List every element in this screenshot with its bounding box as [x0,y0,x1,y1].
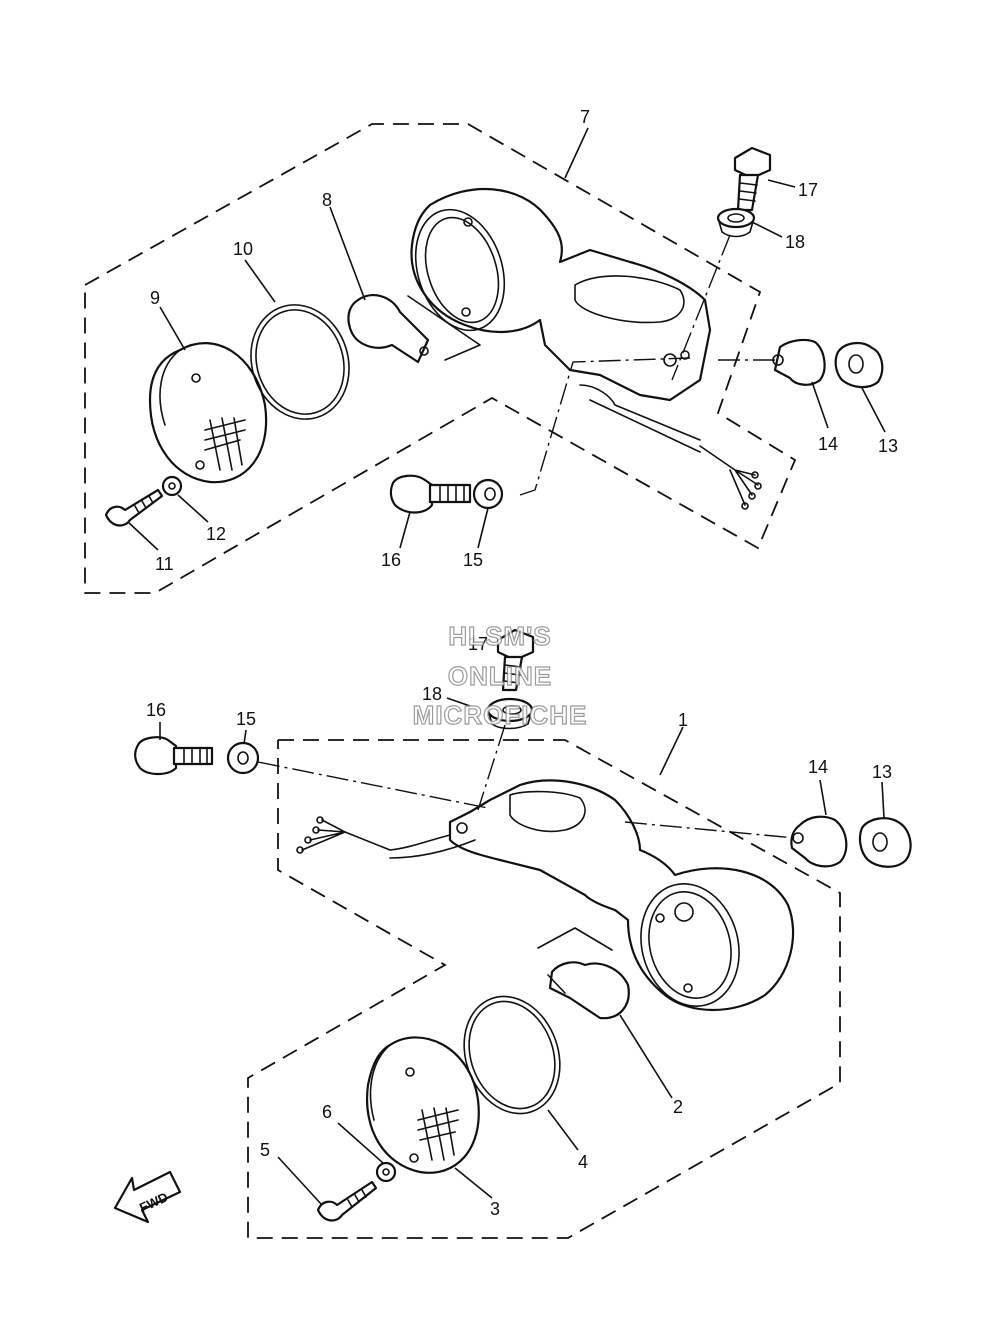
lower-assembly-boundary [247,739,841,1239]
upper-gasket-part-10[interactable] [236,292,363,432]
upper-nut-part-13[interactable] [834,342,884,389]
lower-callout-1: 1 [678,710,688,730]
lower-housing-part-1[interactable] [296,779,795,1017]
lower-callout-6: 6 [322,1102,332,1122]
upper-grommet-part-14[interactable] [772,338,826,386]
upper-callout-13: 13 [878,436,898,456]
lower-collar-part-18[interactable] [486,697,534,730]
upper-screw-part-11[interactable] [104,488,164,527]
lower-callout-17: 17 [468,634,488,654]
lower-callout-15: 15 [236,709,256,729]
lower-assembly: 17 18 16 15 1 14 13 2 4 3 6 5 [134,628,912,1239]
lower-lens-part-3[interactable] [365,1036,480,1174]
upper-callout-14: 14 [818,434,838,454]
lower-callout-16: 16 [146,700,166,720]
lower-bolt-part-17[interactable] [496,628,535,692]
upper-housing-part-7[interactable] [401,187,762,510]
lower-callout-5: 5 [260,1140,270,1160]
lower-callout-3: 3 [490,1199,500,1219]
upper-callout-17: 17 [798,180,818,200]
upper-callout-18: 18 [785,232,805,252]
fwd-direction-arrow: FWD [113,1170,182,1224]
lower-screw-part-5[interactable] [316,1180,378,1222]
upper-washer-part-12[interactable] [161,475,183,497]
lower-callout-4: 4 [578,1152,588,1172]
upper-callout-11: 11 [155,554,174,574]
upper-callout-16: 16 [381,550,401,570]
upper-callout-7: 7 [580,107,590,127]
upper-assembly-boundary [84,123,797,594]
upper-washer-part-15[interactable] [472,478,504,510]
upper-bolt-part-17[interactable] [733,146,772,212]
lower-bolt-part-16[interactable] [134,736,214,776]
watermark-line-1: HLSM'S [448,621,551,651]
upper-callout-15: 15 [463,550,483,570]
upper-bolt-part-16[interactable] [389,474,472,514]
lower-nut-part-13[interactable] [858,817,912,868]
upper-callout-8: 8 [322,190,332,210]
upper-callout-12: 12 [206,524,226,544]
lower-callout-13: 13 [872,762,892,782]
upper-collar-part-18[interactable] [716,207,756,238]
lower-callout-18: 18 [422,684,442,704]
upper-bulb-part-8[interactable] [347,294,481,364]
lower-callout-2: 2 [673,1097,683,1117]
watermark-line-2: ONLINE [448,661,552,691]
upper-callout-9: 9 [150,288,160,308]
watermark: HLSM'S ONLINE MICROFICHE [412,620,588,730]
upper-callout-10: 10 [233,239,253,259]
upper-assembly: 7 8 10 9 17 18 14 13 12 11 16 15 [84,107,898,594]
lower-callout-14: 14 [808,757,828,777]
lower-bulb-part-2[interactable] [537,927,630,1020]
lower-washer-part-15[interactable] [226,741,260,775]
watermark-line-3: MICROFICHE [413,700,588,730]
upper-lens-part-9[interactable] [148,342,268,484]
lower-grommet-part-14[interactable] [790,815,848,868]
lower-washer-part-6[interactable] [375,1161,397,1183]
